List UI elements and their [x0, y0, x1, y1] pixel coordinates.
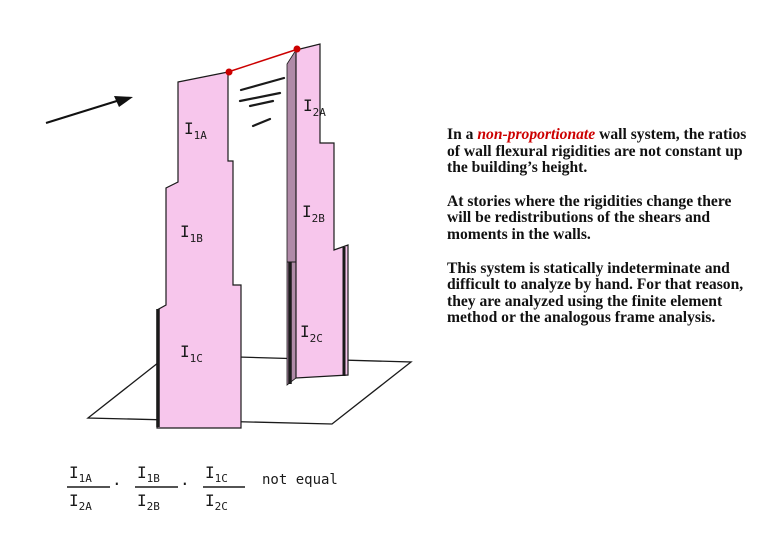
- svg-text:I1C: I1C: [205, 463, 228, 485]
- paragraph-2: At stories where the rigidities change t…: [447, 192, 732, 243]
- floor-lines: [238, 76, 286, 128]
- coupling-joint-right: [293, 45, 301, 53]
- label-i1a: I1A: [184, 119, 207, 142]
- label-i1b: I1B: [180, 222, 203, 245]
- label-i1c: I1C: [180, 342, 203, 365]
- paragraph-1: In a non-proportionate wall system, the …: [447, 126, 747, 177]
- svg-text:I2B: I2B: [137, 491, 160, 513]
- svg-text:I2A: I2A: [69, 491, 92, 513]
- label-i2c: I2C: [300, 322, 323, 345]
- p1-post: wall system, the ratios of wall flexural…: [447, 126, 747, 177]
- wall-2-face: [295, 43, 349, 379]
- wall-system-diagram: I1A I1B I1C I2A I2B I2C I1A I2A . I1B I2…: [45, 43, 413, 513]
- wall-2: [286, 43, 349, 386]
- svg-text:I2C: I2C: [205, 491, 228, 513]
- wind-arrow-icon: [45, 96, 133, 125]
- ratio-2: I1B I2B .: [135, 463, 190, 513]
- svg-text:I1B: I1B: [137, 463, 160, 485]
- svg-text:.: .: [180, 470, 190, 489]
- paragraph-3: This system is statically indeterminate …: [447, 259, 744, 327]
- coupling-joint-left: [225, 68, 233, 76]
- p1-pre: In a: [447, 126, 478, 143]
- not-equal-note: not equal: [262, 472, 338, 488]
- coupling-line: [227, 48, 299, 73]
- ratio-1: I1A I2A .: [67, 463, 122, 513]
- svg-text:.: .: [112, 470, 122, 489]
- base-slab: [86, 354, 413, 425]
- svg-text:I1A: I1A: [69, 463, 92, 485]
- wall-1: [156, 71, 242, 429]
- label-i2b: I2B: [302, 202, 325, 225]
- wall-1-face: [156, 71, 242, 429]
- text-panel: In a non-proportionate wall system, the …: [447, 126, 747, 344]
- ratio-3: I1C I2C: [203, 463, 245, 513]
- p1-emphasis: non-proportionate: [477, 126, 596, 143]
- label-i2a: I2A: [303, 96, 326, 119]
